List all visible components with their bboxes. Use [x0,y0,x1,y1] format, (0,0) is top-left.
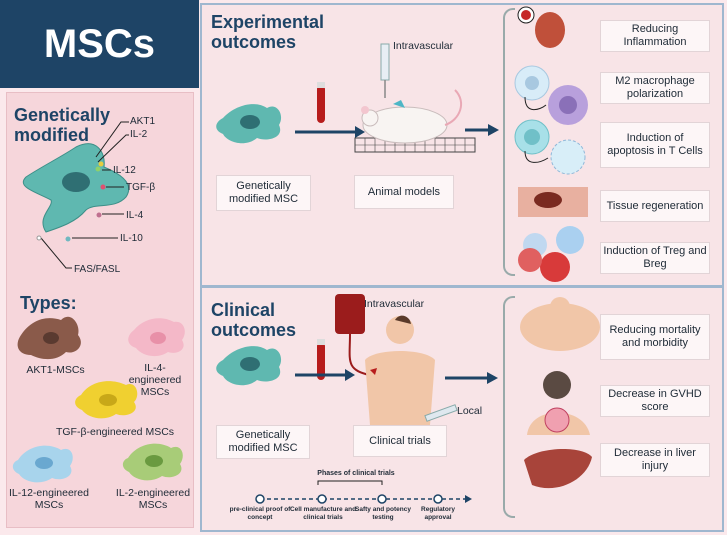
section-divider [200,285,724,288]
liver-icon [524,449,592,489]
types-heading: Types: [20,293,77,313]
kidney-icon [535,12,565,48]
outcome-gvhd: Decrease in GVHD score [600,385,710,417]
gene-diagram [23,121,129,269]
clinical-heading: Clinical outcomes [211,300,297,340]
clin-msc-label: Genetically modified MSC [216,425,310,459]
main-title: MSCs [0,0,199,88]
il4-dot [96,212,102,218]
breg-icon [540,252,570,282]
il10-dot [65,236,71,242]
msc-nucleus [62,172,90,192]
type-il2: IL-2-engineered MSCs [115,487,191,511]
phase-1-label: pre-clinical proof of concept [229,506,291,521]
clin-bracket [503,296,515,518]
fas-dot [36,235,42,241]
outcome-m2-polarization: M2 macrophage polarization [600,72,710,104]
local-syringe [424,404,458,422]
outcome-treg-breg: Induction of Treg and Breg [600,242,710,274]
outcome-tissue-regeneration: Tissue regeneration [600,190,710,222]
experimental-illustration [216,43,499,153]
tgfb-dot [100,184,106,190]
exp-syringe [380,43,390,81]
clin-outcome-icons [520,297,600,489]
outcome-liver: Decrease in liver injury [600,443,710,477]
phases-title: Phases of clinical trials [317,470,395,477]
phase-dot-4 [433,494,443,504]
exp-blood-tube [317,85,325,123]
phases-timeline [255,480,472,504]
type-il12: IL-12-engineered MSCs [9,487,89,511]
exp-bracket [503,8,515,276]
phase-4-label: Regulatory approval [421,506,455,521]
gene-il2: IL-2 [130,129,148,140]
type-tgfb: TGF-β-engineered MSCs [55,426,175,438]
exp-animal-label: Animal models [354,175,454,209]
outcome-reducing-inflammation: Reducing Inflammation [600,20,710,52]
exp-msc-label: Genetically modified MSC [216,175,311,211]
exp-outcome-icons [514,6,588,282]
clin-local-label: Local [457,405,483,417]
gene-il4: IL-4 [126,210,144,221]
type-il4: IL-4-engineered MSCs [128,362,182,398]
exp-intravascular-label: Intravascular [393,40,454,52]
clin-arrow-1 [345,369,355,381]
gene-akt1: AKT1 [130,116,156,127]
phase-dot-2 [317,494,327,504]
clin-blood-tube [317,342,325,380]
gene-tgfb: TGF-β [126,182,156,193]
clin-trials-label: Clinical trials [353,425,447,457]
clinical-illustration [216,294,498,425]
phase-dot-1 [255,494,265,504]
gene-il10: IL-10 [120,233,143,244]
clin-arrow-2 [487,372,498,384]
gene-il12: IL-12 [113,165,136,176]
treg-icon [556,226,584,254]
genetically-modified-heading: Genetically modified [14,105,111,145]
iv-bag [335,294,365,334]
phase-dot-3 [377,494,387,504]
patient-back-icon [543,371,571,399]
clin-intravascular-label: Intravascular [364,298,425,310]
phase-2-label: Cell manufacture and clinical trials [289,506,357,521]
types-cells [12,316,185,483]
outcome-tcell-apoptosis: Induction of apoptosis in T Cells [600,122,710,168]
exp-arrow-2 [488,124,499,136]
gene-fasfasl: FAS/FASL [74,264,121,275]
il12-dot [95,166,101,172]
outcome-mortality: Reducing mortality and morbidity [600,314,710,360]
patient-body [365,351,435,425]
phase-3-label: Safty and potency testing [355,506,411,521]
exp-arrow-1 [355,126,365,138]
experimental-heading: Experimental outcomes [211,12,325,52]
torso-icon [520,303,600,351]
apoptotic-tcell-icon [550,139,586,175]
il2-dot [98,161,104,167]
type-akt1: AKT1-MSCs [26,364,85,376]
